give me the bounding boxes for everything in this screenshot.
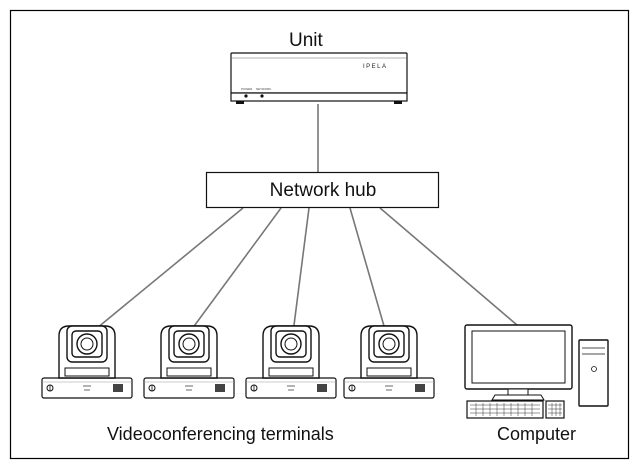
link-hub-computer xyxy=(379,207,518,326)
link-hub-terminal-1 xyxy=(90,207,244,334)
computer-label: Computer xyxy=(497,424,577,444)
link-hub-terminal-4 xyxy=(349,207,387,334)
unit-indicator-power: POWER xyxy=(241,87,253,91)
camera-3-icon xyxy=(245,325,337,399)
link-hub-terminal-3 xyxy=(292,207,310,334)
camera-1-icon xyxy=(41,325,133,399)
camera-2-icon xyxy=(143,325,235,399)
network-hub-box xyxy=(205,171,440,209)
unit-icon: IPELA POWER NETWORK xyxy=(230,52,408,104)
camera-4-icon xyxy=(343,325,435,399)
unit-label: Unit xyxy=(289,30,323,51)
computer-icon xyxy=(464,324,609,419)
diagram-frame xyxy=(9,9,630,460)
link-hub-terminal-2 xyxy=(188,207,282,334)
connection-lines xyxy=(90,104,518,334)
network-hub-label: Network hub xyxy=(269,180,377,201)
unit-brand-text: IPELA xyxy=(363,64,388,70)
videoconferencing-terminals-label: Videoconferencing terminals xyxy=(107,424,334,444)
unit-indicator-network: NETWORK xyxy=(256,87,271,91)
